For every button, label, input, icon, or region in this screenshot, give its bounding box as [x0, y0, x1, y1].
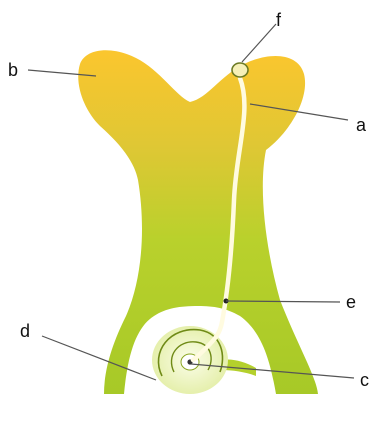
label-f: f: [276, 10, 282, 30]
pollen-grain: [232, 63, 248, 77]
label-b: b: [8, 60, 18, 80]
label-e: e: [346, 292, 356, 312]
label-c: c: [360, 370, 369, 390]
label-d: d: [20, 321, 30, 341]
label-a: a: [356, 115, 367, 135]
leader-line-d: [42, 336, 156, 380]
